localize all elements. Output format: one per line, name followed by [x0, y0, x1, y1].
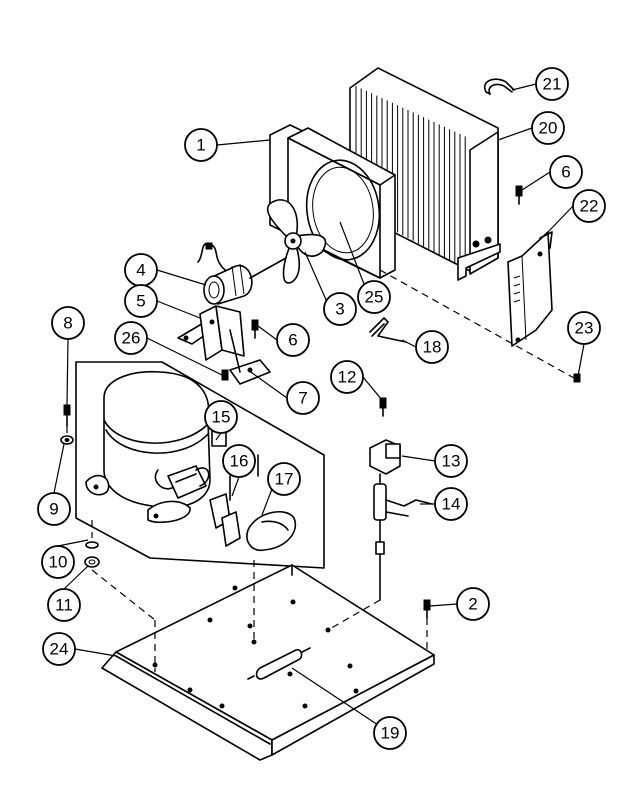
- svg-text:8: 8: [63, 314, 72, 333]
- svg-text:10: 10: [49, 553, 68, 572]
- drier: [247, 647, 311, 680]
- clip: [483, 78, 515, 95]
- svg-text:26: 26: [122, 329, 141, 348]
- base-pan: [101, 564, 435, 761]
- callout-15: 15: [204, 400, 238, 434]
- valve-assembly: [369, 439, 433, 601]
- svg-text:21: 21: [543, 75, 562, 94]
- svg-text:16: 16: [230, 452, 249, 471]
- side-bracket: [507, 231, 553, 347]
- callout-22: 22: [572, 189, 606, 223]
- svg-text:20: 20: [539, 119, 558, 138]
- callout-26: 26: [114, 321, 148, 355]
- callout-23: 23: [567, 311, 601, 345]
- holder: [369, 317, 407, 343]
- svg-text:23: 23: [575, 319, 594, 338]
- callout-18: 18: [415, 330, 449, 364]
- svg-text:5: 5: [136, 292, 145, 311]
- screw-2: [423, 599, 431, 619]
- screw-12: [379, 397, 387, 417]
- svg-text:24: 24: [50, 640, 69, 659]
- screws: [63, 185, 581, 619]
- callout-3: 3: [323, 292, 357, 326]
- washer-grommets: [60, 435, 100, 568]
- callout-12: 12: [330, 360, 364, 394]
- screw-23: [573, 373, 581, 383]
- motor-bracket: [177, 305, 271, 385]
- svg-text:13: 13: [442, 452, 461, 471]
- callout-11: 11: [47, 588, 81, 622]
- svg-text:25: 25: [365, 288, 384, 307]
- callout-24: 24: [42, 632, 76, 666]
- callout-21: 21: [535, 67, 569, 101]
- callout-6-upper: 6: [549, 155, 583, 189]
- callout-1: 1: [184, 128, 218, 162]
- svg-text:11: 11: [55, 596, 73, 615]
- callout-10: 10: [41, 545, 75, 579]
- svg-text:4: 4: [136, 261, 145, 280]
- screw-6-condenser: [515, 185, 523, 205]
- screw-8: [63, 404, 71, 427]
- callout-19: 19: [373, 716, 407, 750]
- assembly-guide-lines: [66, 269, 575, 672]
- callout-20: 20: [531, 111, 565, 145]
- svg-text:6: 6: [288, 331, 297, 350]
- compressor: [85, 370, 211, 524]
- callout-17: 17: [267, 462, 301, 496]
- svg-text:1: 1: [196, 136, 205, 155]
- fan-motor: [197, 242, 287, 305]
- callout-16: 16: [222, 444, 256, 478]
- callout-4: 4: [124, 253, 158, 287]
- svg-text:18: 18: [423, 338, 442, 357]
- fan-blade: [266, 199, 327, 284]
- svg-text:12: 12: [338, 368, 357, 387]
- callout-8: 8: [51, 306, 85, 340]
- svg-text:15: 15: [212, 408, 231, 427]
- callout-leaders: [53, 83, 585, 726]
- svg-text:3: 3: [335, 300, 344, 319]
- callout-7: 7: [286, 381, 320, 415]
- callout-5: 5: [124, 284, 158, 318]
- svg-text:17: 17: [275, 470, 294, 489]
- svg-text:9: 9: [49, 500, 58, 519]
- callout-25: 25: [357, 280, 391, 314]
- svg-text:7: 7: [298, 389, 307, 408]
- callout-2: 2: [456, 587, 490, 621]
- svg-text:14: 14: [442, 495, 461, 514]
- callout-9: 9: [37, 492, 71, 526]
- callout-13: 13: [434, 444, 468, 478]
- svg-text:22: 22: [580, 197, 599, 216]
- svg-text:2: 2: [468, 595, 477, 614]
- compressor-section: [75, 361, 325, 569]
- svg-text:6: 6: [561, 163, 570, 182]
- callout-6-lower: 6: [276, 323, 310, 357]
- screw-6-bracket: [251, 319, 259, 339]
- svg-text:19: 19: [381, 724, 400, 743]
- callout-14: 14: [434, 487, 468, 521]
